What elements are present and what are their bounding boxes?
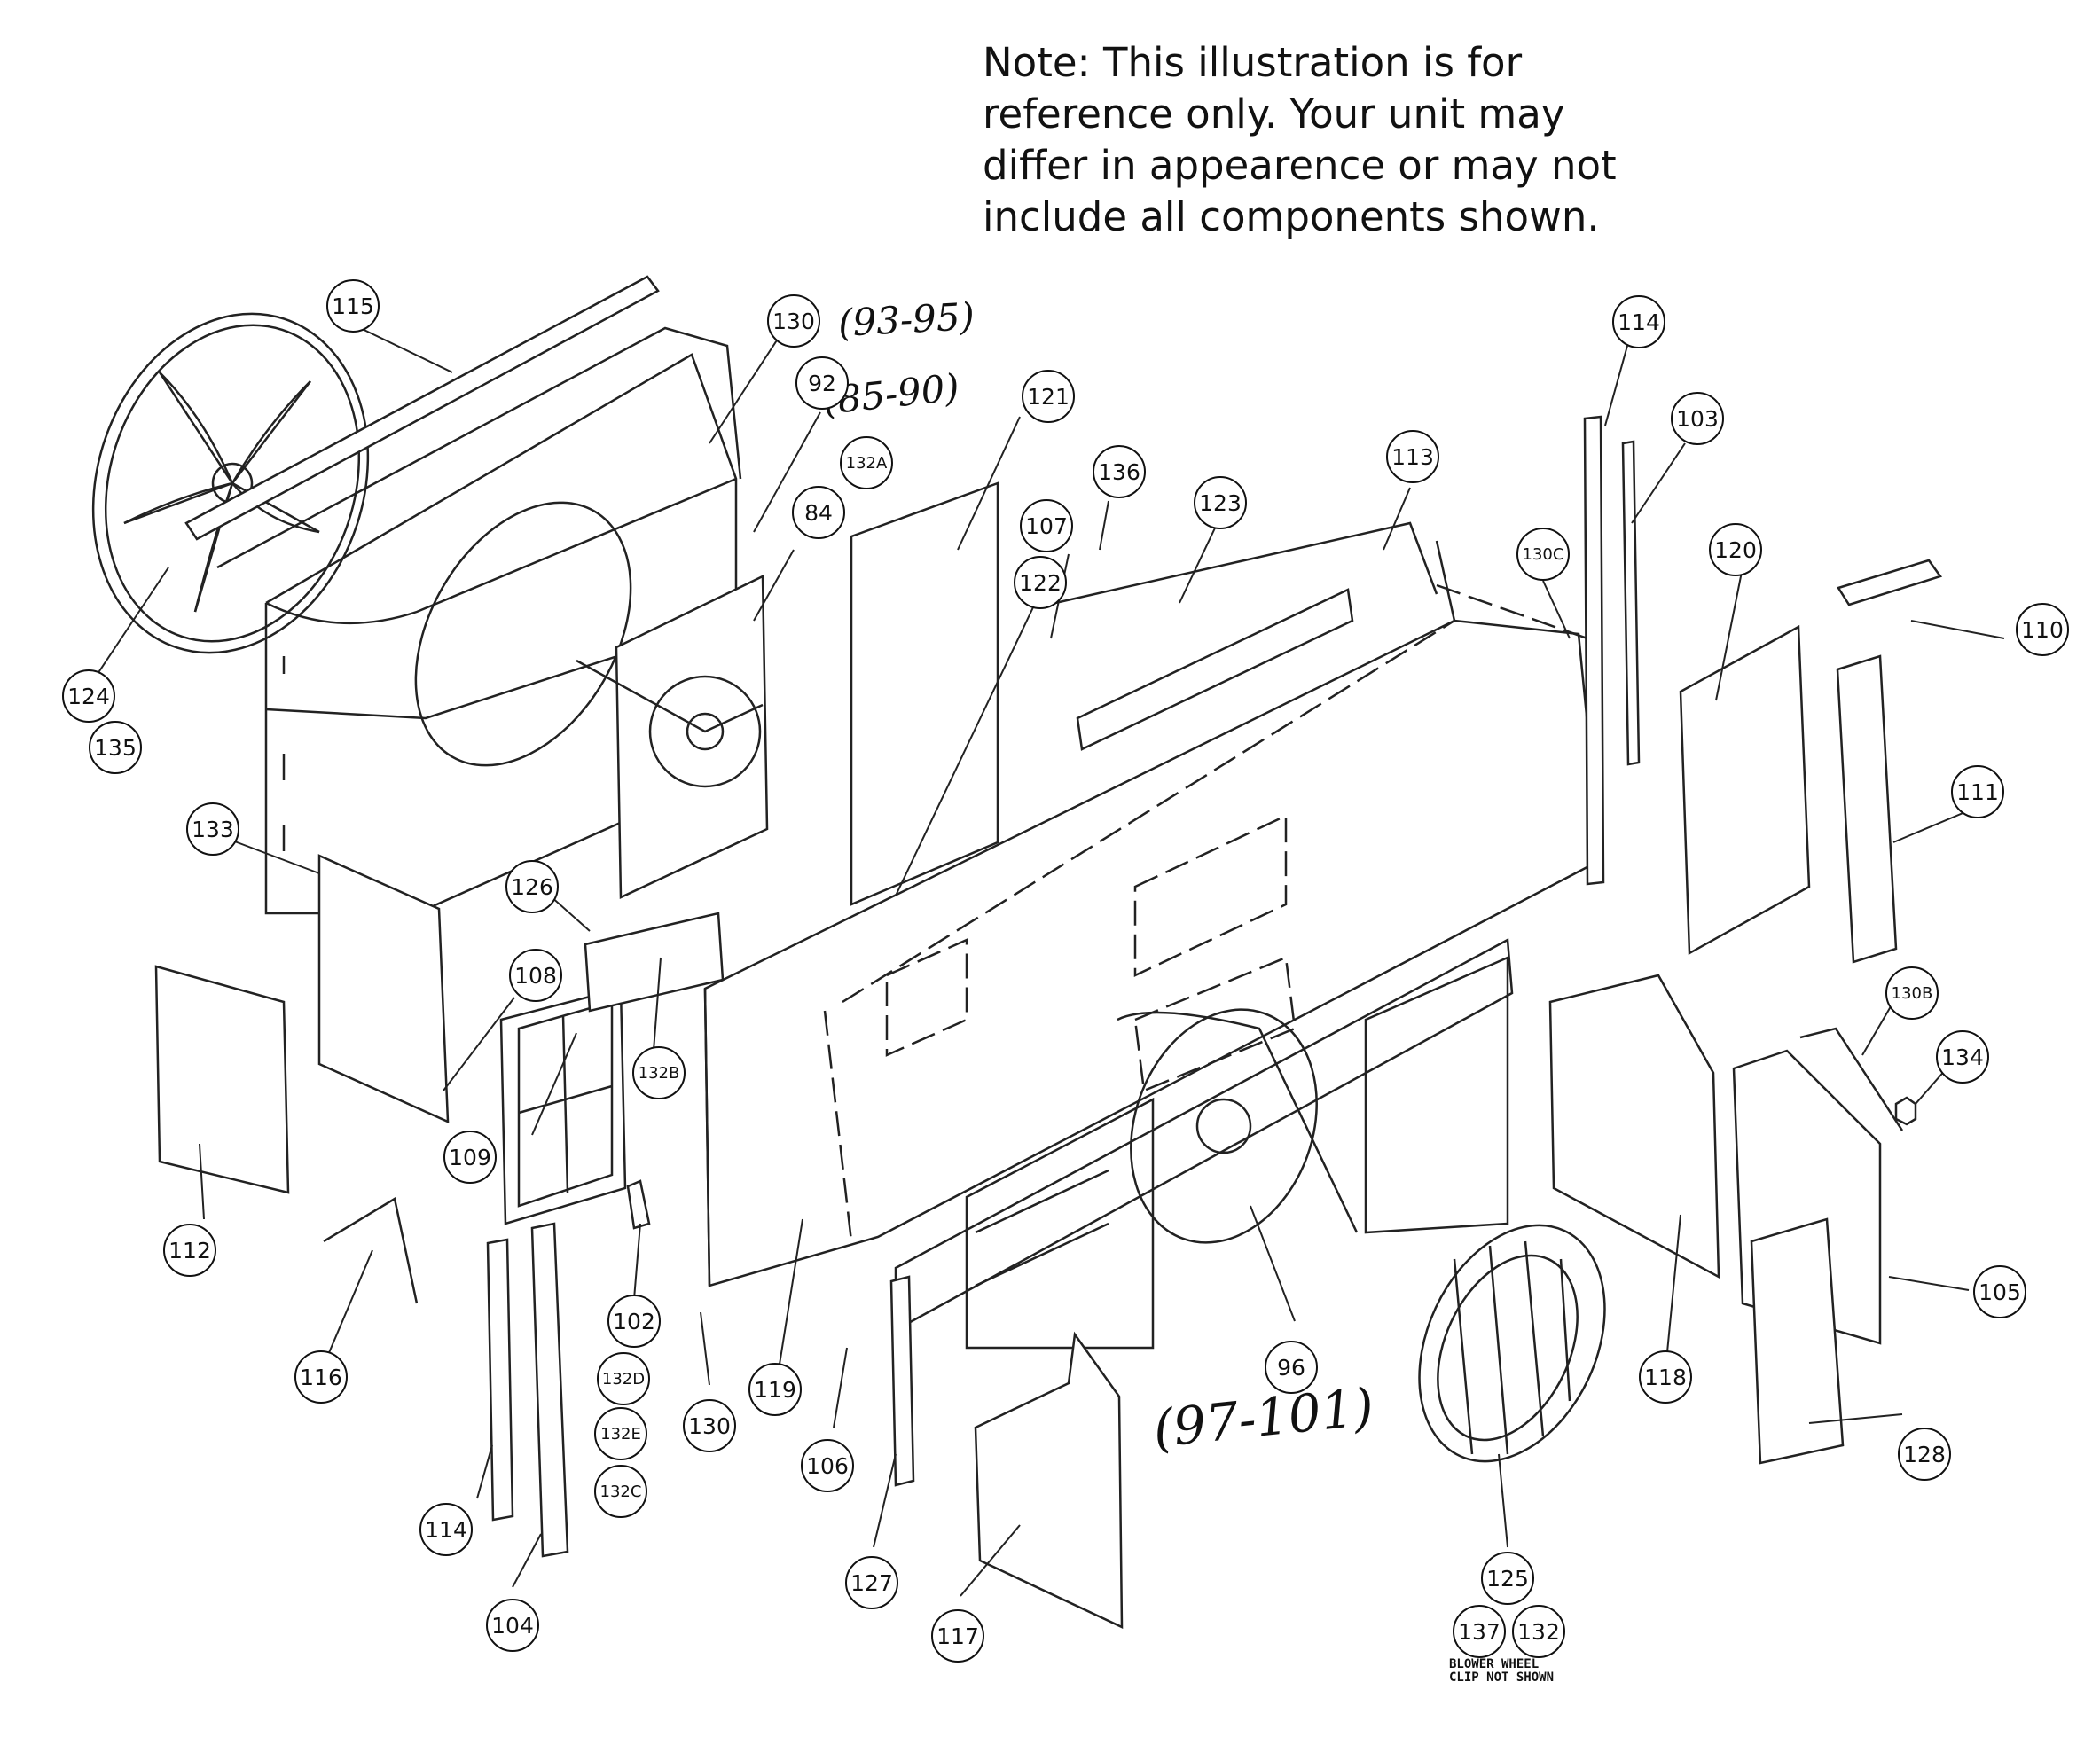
partition-121 [850, 481, 999, 906]
callout-126: 126 [505, 860, 559, 913]
reference-note: Note: This illustration is for reference… [983, 37, 1657, 243]
blower-note-line-2: CLIP NOT SHOWN [1449, 1670, 1555, 1685]
panel-118 [1548, 974, 1720, 1279]
callout-130-top: 130 [767, 294, 820, 348]
bracket-103 [1621, 440, 1641, 766]
blower-wheel-125 [1418, 1224, 1606, 1463]
callout-107: 107 [1020, 499, 1073, 552]
panel-128 [1750, 1217, 1845, 1465]
plate-126 [584, 912, 725, 1013]
note-line-1: Note: This illustration is for [983, 39, 1523, 86]
filter-109 [499, 987, 627, 1225]
panel-112 [154, 965, 290, 1194]
callout-120: 120 [1709, 523, 1762, 576]
panel-127 [889, 1275, 915, 1487]
note-line-4: include all components shown. [983, 193, 1600, 240]
callout-105: 105 [1973, 1265, 2026, 1318]
leader-lines [88, 324, 2005, 1597]
callout-123: 123 [1194, 476, 1247, 529]
callout-108: 108 [509, 949, 562, 1002]
callout-114-top: 114 [1612, 295, 1665, 348]
callout-103: 103 [1671, 392, 1724, 445]
callout-112: 112 [163, 1224, 216, 1277]
callout-124: 124 [62, 669, 115, 723]
strip-111 [1836, 654, 1898, 964]
motor-bracket-84 [576, 575, 769, 899]
callout-104: 104 [486, 1599, 539, 1652]
callout-92: 92 [795, 356, 849, 410]
nut-134 [1894, 1096, 1917, 1126]
callout-117: 117 [931, 1609, 984, 1663]
callout-133: 133 [186, 802, 239, 856]
panel-117 [974, 1331, 1124, 1629]
rail-115 [184, 275, 660, 541]
main-chassis [703, 521, 1602, 1350]
panel-108 [317, 854, 450, 1123]
callout-134: 134 [1936, 1030, 1989, 1084]
callout-115: 115 [326, 279, 380, 333]
callout-125: 125 [1481, 1552, 1534, 1605]
callout-130-bottom: 130 [683, 1399, 736, 1452]
callout-132C: 132C [594, 1465, 647, 1518]
clip-102 [626, 1179, 651, 1230]
callout-111: 111 [1951, 765, 2004, 818]
callout-106: 106 [801, 1439, 854, 1492]
panel-114-left [486, 1238, 514, 1522]
callout-116: 116 [294, 1350, 348, 1404]
callout-130B: 130B [1885, 966, 1939, 1020]
callout-96: 96 [1265, 1341, 1318, 1394]
callout-84: 84 [792, 486, 845, 539]
note-line-3: differ in appearence or may not [983, 142, 1617, 189]
callout-109: 109 [443, 1131, 497, 1184]
callout-132B: 132B [632, 1046, 686, 1099]
rod-116 [323, 1197, 419, 1304]
handwritten-range-93-95: (93-95) [836, 294, 976, 345]
pad-110 [1837, 559, 1943, 606]
bracket-104 [530, 1222, 569, 1558]
strip-130B [1799, 1027, 1904, 1131]
callout-130C: 130C [1516, 528, 1570, 581]
callout-102: 102 [607, 1295, 661, 1348]
note-line-2: reference only. Your unit may [983, 90, 1565, 137]
callout-135: 135 [89, 721, 142, 774]
callout-128: 128 [1898, 1428, 1951, 1481]
callout-121: 121 [1022, 370, 1075, 423]
panel-120 [1679, 624, 1811, 956]
callout-136: 136 [1093, 445, 1146, 498]
panel-114-right [1583, 415, 1605, 886]
callout-132A: 132A [840, 436, 893, 489]
callout-113: 113 [1386, 430, 1439, 483]
partition-123 [1076, 588, 1354, 751]
callout-122: 122 [1014, 556, 1067, 609]
blower-wheel-clip-note: BLOWER WHEEL CLIP NOT SHOWN [1449, 1658, 1591, 1685]
blower-note-line-1: BLOWER WHEEL [1449, 1657, 1540, 1671]
condenser-fan-124 [91, 312, 370, 654]
callout-118: 118 [1639, 1350, 1692, 1404]
callout-132E: 132E [594, 1407, 647, 1460]
callout-137: 137 [1453, 1605, 1506, 1658]
callout-127: 127 [845, 1556, 898, 1609]
callout-132D: 132D [597, 1352, 650, 1405]
callout-110: 110 [2016, 603, 2069, 656]
callout-119: 119 [748, 1363, 802, 1416]
callout-114-bottom: 114 [419, 1503, 473, 1556]
callout-132: 132 [1512, 1605, 1565, 1658]
